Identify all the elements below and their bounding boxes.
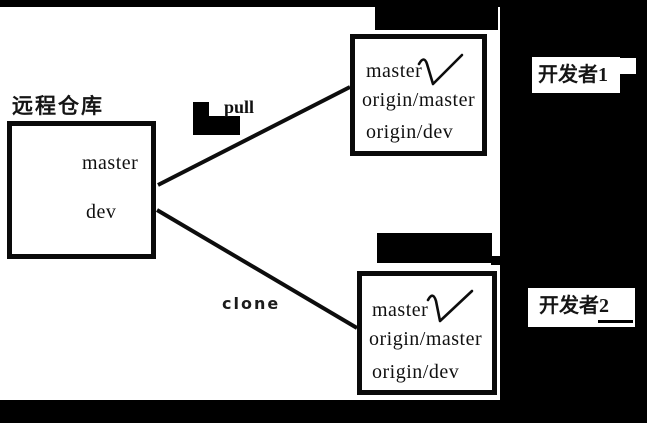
developer2-branch-origin-dev: origin/dev bbox=[372, 361, 460, 383]
remote-branch-dev: dev bbox=[86, 201, 117, 223]
clone-edge-label: clone bbox=[222, 294, 281, 313]
redaction-above-developer1-box bbox=[375, 0, 498, 30]
developer1-branch-master: master bbox=[366, 60, 423, 82]
pull-edge-label: pull bbox=[224, 97, 255, 117]
developer2-branch-origin-master: origin/master bbox=[369, 328, 483, 350]
developer1-label-band: 开发者1 bbox=[532, 57, 620, 93]
remote-repo-box bbox=[7, 121, 156, 259]
remote-repo-title: 远程仓库 bbox=[12, 94, 104, 118]
developer2-label: 开发者2 bbox=[539, 295, 609, 317]
top-redaction-bar bbox=[0, 0, 647, 7]
developer1-band-notch bbox=[620, 58, 636, 74]
remote-branch-master: master bbox=[82, 152, 139, 174]
developer2-label-band: 开发者2 bbox=[528, 288, 635, 327]
developer2-underline bbox=[598, 320, 633, 323]
bottom-redaction-bar bbox=[0, 400, 647, 423]
developer1-label: 开发者1 bbox=[538, 64, 608, 86]
redaction-connector bbox=[491, 256, 500, 265]
developer2-branch-master: master bbox=[372, 299, 429, 321]
developer1-branch-origin-dev: origin/dev bbox=[366, 121, 454, 143]
redaction-above-developer2-box bbox=[377, 233, 492, 263]
redaction-blob-pull-lower bbox=[193, 116, 240, 135]
developer1-branch-origin-master: origin/master bbox=[362, 89, 476, 111]
